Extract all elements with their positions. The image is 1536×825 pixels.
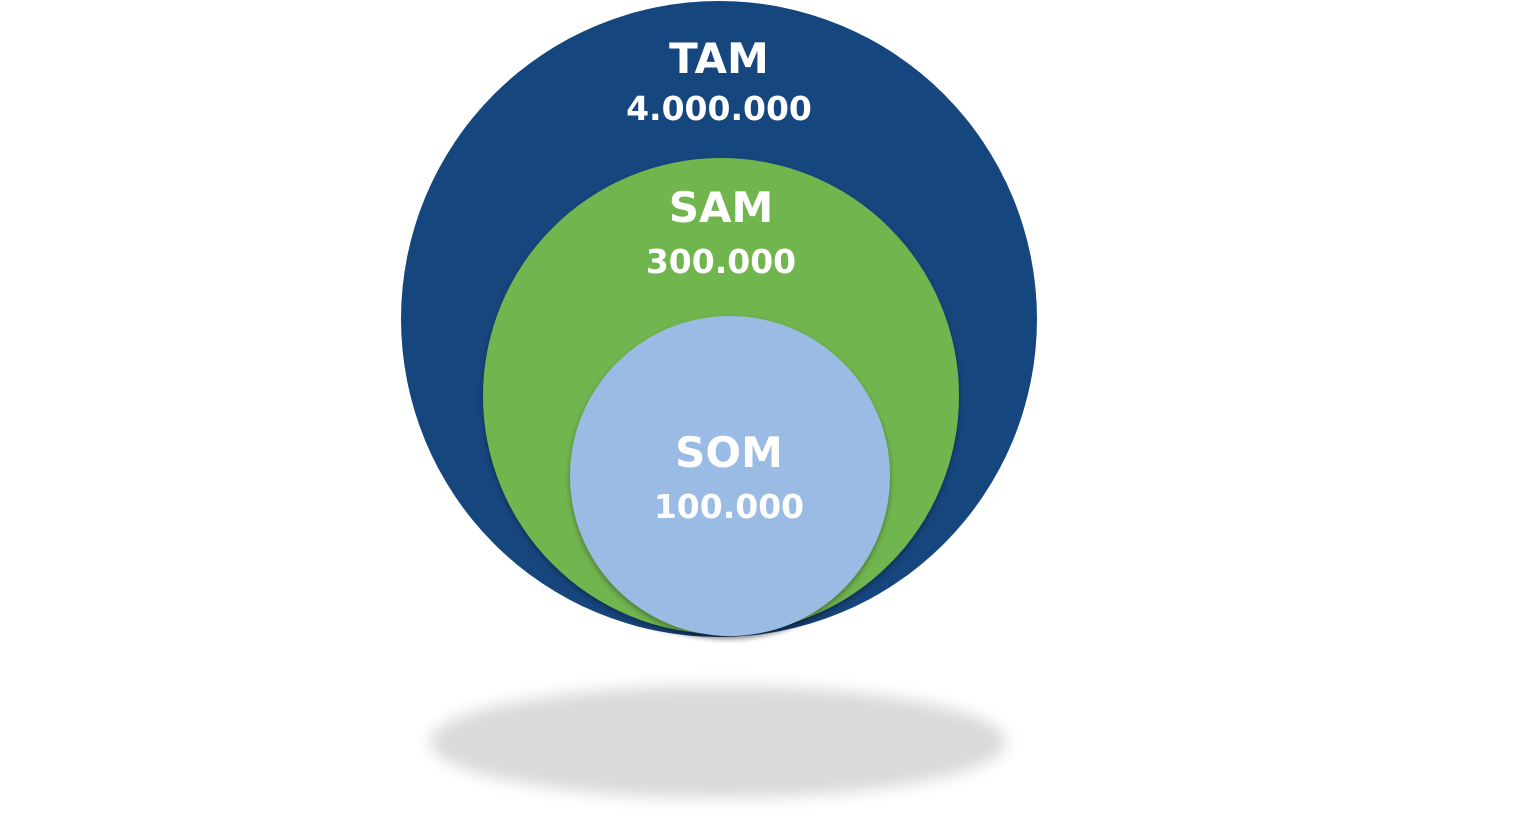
floor-shadow [430, 686, 1006, 798]
tam-label: TAM [669, 34, 769, 83]
tam-value: 4.000.000 [626, 89, 812, 128]
som-circle [570, 316, 890, 636]
som-value: 100.000 [654, 487, 804, 526]
som-label: SOM [675, 428, 783, 477]
sam-label: SAM [669, 183, 774, 232]
sam-value: 300.000 [646, 242, 796, 281]
